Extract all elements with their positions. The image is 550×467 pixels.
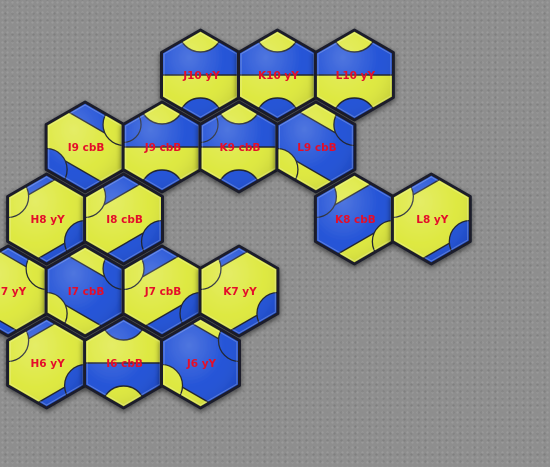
- tile-label: I7 cbB: [68, 286, 105, 298]
- tile-label: H8 yY: [31, 214, 66, 226]
- hex-tile[interactable]: L10 yY: [276, 8, 432, 142]
- hex-tile[interactable]: J9 cbB: [84, 80, 240, 214]
- tile-label: I6 cbB: [106, 358, 143, 370]
- hex-tile[interactable]: K10 yY: [200, 8, 356, 142]
- tile-label: I9 cbB: [68, 142, 105, 154]
- tile-label: H6 yY: [31, 358, 66, 370]
- tile-label: K8 cbB: [335, 214, 376, 226]
- tile-label: J6 yY: [186, 358, 217, 370]
- tile-label: J7 cbB: [144, 286, 182, 298]
- tile-label: J9 cbB: [144, 142, 182, 154]
- tile-label: J10 yY: [182, 70, 220, 82]
- tiles-layer: J10 yY K10 yY L10 yY I9 cbB J9 cbB K9 cbB L9 c…: [0, 8, 524, 410]
- tile-label: L8 yY: [416, 214, 448, 226]
- tile-label: K7 yY: [223, 286, 257, 298]
- tile-label: K9 cbB: [220, 142, 261, 154]
- hex-tile[interactable]: L8 yY: [338, 148, 524, 290]
- tile-label: L9 cbB: [297, 142, 336, 154]
- tile-label: L10 yY: [336, 70, 376, 82]
- tile-label: H7 yY: [0, 286, 27, 298]
- tile-label: I8 cbB: [106, 214, 143, 226]
- tile-label: K10 yY: [258, 70, 299, 82]
